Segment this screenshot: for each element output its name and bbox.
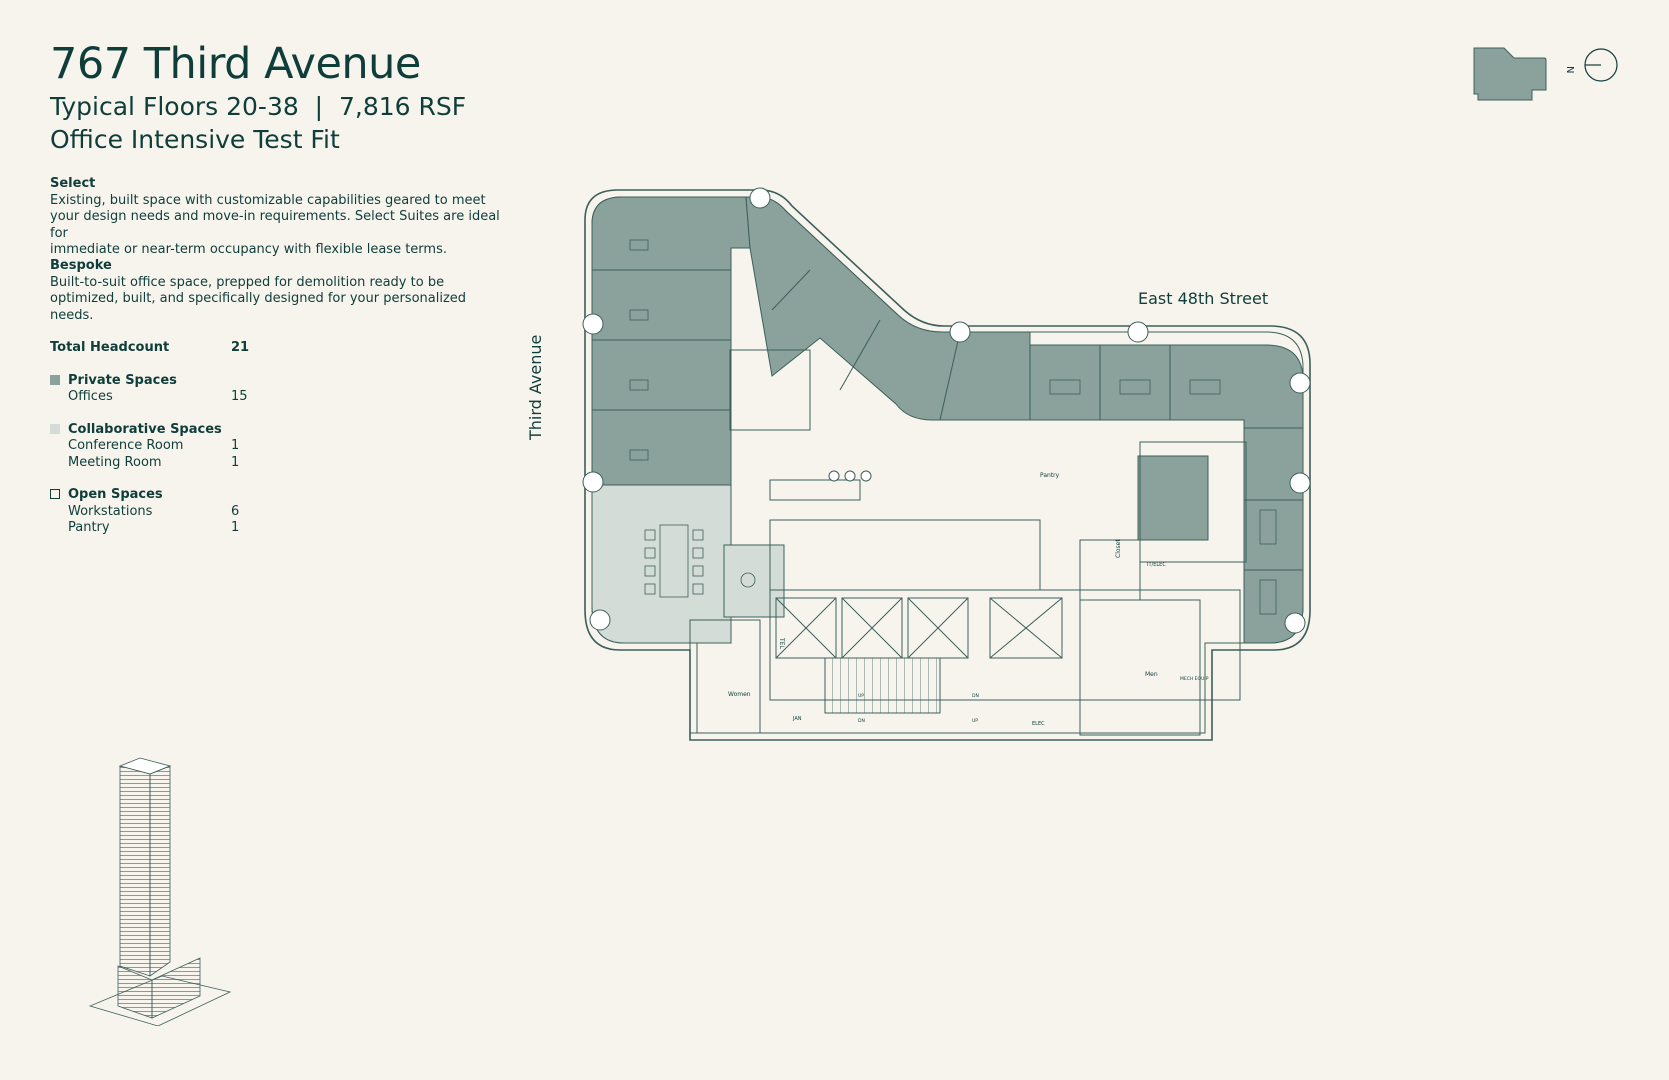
third-avenue-label: Third Avenue [526, 334, 545, 440]
svg-text:UP: UP [972, 718, 978, 724]
closet-label: Closet [1115, 539, 1122, 558]
meeting-room [723, 544, 785, 618]
key-plan: N [1473, 47, 1618, 101]
offices-row: Offices 15 [68, 389, 248, 404]
select-description: Select Existing, built space with custom… [50, 176, 510, 259]
private-spaces-heading: Private Spaces [50, 373, 310, 390]
private-offices [591, 196, 1304, 644]
office-block-west [591, 196, 751, 486]
pantry-label: Pantry [1040, 472, 1060, 479]
jan-label: JAN [792, 716, 802, 722]
select-line: immediate or near-term occupancy with fl… [50, 242, 447, 257]
bespoke-line: Built-to-suit office space, prepped for … [50, 274, 445, 290]
conference-room [591, 484, 732, 644]
page-title: 767 Third Avenue [50, 39, 421, 89]
women-label: Women [728, 691, 751, 698]
headcount-table: Total Headcount 21 Private Spaces Office… [50, 340, 310, 537]
select-line: your design needs and move-in requiremen… [50, 209, 500, 241]
open-swatch [50, 489, 60, 499]
floor-info: Typical Floors 20-38 | 7,816 RSF [50, 92, 467, 121]
bespoke-description: Bespoke Built-to-suit office space, prep… [50, 258, 510, 324]
private-swatch [50, 374, 60, 385]
test-fit-title: Office Intensive Test Fit [50, 125, 340, 154]
select-heading: Select [50, 176, 96, 191]
floor-plan: Pantry Closet IT/ELEC Women Men TEL JAN … [582, 187, 1311, 741]
outer-wall [584, 189, 1311, 741]
mech-label: MECH EQUIP [1180, 676, 1209, 682]
pantry-row: Pantry 1 [68, 520, 240, 535]
office-block-north [745, 196, 1031, 421]
conference-room-row: Conference Room 1 [68, 438, 240, 453]
men-label: Men [1145, 671, 1158, 678]
key-plan-shape [1473, 47, 1547, 101]
north-label: N [1564, 66, 1575, 73]
open-spaces-heading: Open Spaces [50, 487, 310, 504]
itelec-label: IT/ELEC [1147, 562, 1166, 568]
bespoke-line: optimized, built, and specifically desig… [50, 291, 467, 323]
building-illustration [88, 757, 232, 1026]
office-interior [1137, 455, 1209, 541]
office-block-east-row [1029, 344, 1304, 429]
east-48th-street-label: East 48th Street [1138, 289, 1269, 308]
collaborative-spaces-heading: Collaborative Spaces [50, 422, 310, 439]
svg-text:DN: DN [858, 718, 865, 724]
office-block-east [1243, 427, 1304, 644]
bespoke-heading: Bespoke [50, 258, 112, 273]
select-line: Existing, built space with customizable … [50, 192, 486, 208]
meeting-room-row: Meeting Room 1 [68, 454, 240, 470]
svg-text:DN: DN [972, 693, 979, 699]
svg-text:UP: UP [858, 693, 864, 699]
tel-label: TEL [778, 637, 785, 649]
total-headcount-row: Total Headcount 21 [50, 340, 250, 355]
elec-label: ELEC [1032, 721, 1045, 727]
workstations-row: Workstations 6 [68, 503, 240, 519]
collaborative-swatch [50, 423, 60, 434]
